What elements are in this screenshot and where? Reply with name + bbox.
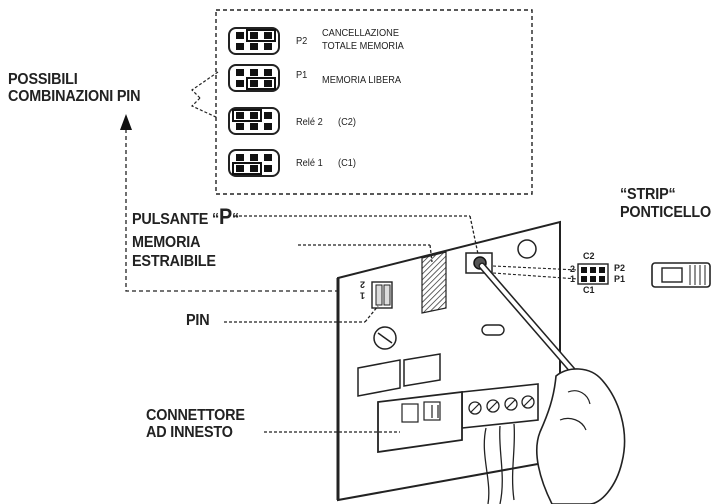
- jumper-icon-rele2: [228, 107, 280, 135]
- header-c2: C2: [583, 251, 595, 261]
- combo-desc-p1: MEMORIA LIBERA: [322, 74, 402, 86]
- board-pin-num-1: 1: [360, 290, 366, 301]
- pin-header: [492, 263, 609, 285]
- jumper-icon-p1: [228, 64, 280, 92]
- mounting-hole: [517, 239, 537, 259]
- header-c1: C1: [583, 285, 595, 295]
- label-possibili-2: COMBINAZIONI PIN: [8, 88, 141, 105]
- combo-desc-p2-2: TOTALE MEMORIA: [322, 40, 404, 52]
- combo-code-p2: P2: [296, 35, 308, 47]
- header-row2: 2: [570, 264, 576, 274]
- jumper-icon-p2: [228, 27, 280, 55]
- relay-1: [357, 359, 401, 397]
- label-possibili-1: POSSIBILI: [8, 71, 78, 88]
- memory-chip: [421, 251, 447, 314]
- hand: [536, 368, 626, 504]
- label-connettore-1: CONNETTORE: [146, 407, 245, 424]
- label-pin: PIN: [186, 312, 210, 329]
- label-connettore-2: AD INNESTO: [146, 424, 233, 441]
- jumper-icon-rele1: [228, 149, 280, 177]
- plug-connector: [377, 390, 463, 454]
- board-pin-connector: [371, 281, 393, 309]
- board-pin-num-2: 2: [360, 279, 366, 290]
- combo-code-rele1: Relé 1: [296, 157, 323, 169]
- pin-arrow-line: [125, 128, 367, 292]
- crystal: [481, 324, 505, 336]
- label-strip-2: PONTICELLO: [620, 204, 712, 221]
- combo-desc-rele1: (C1): [338, 157, 356, 169]
- label-pulsante: PULSANTE “P“: [132, 204, 240, 229]
- header-p1: P1: [614, 274, 626, 284]
- label-memoria-1: MEMORIA: [132, 234, 201, 251]
- combo-desc-rele2: (C2): [338, 116, 356, 128]
- combinations-box: [215, 9, 533, 195]
- relay-2: [403, 353, 441, 387]
- label-strip-1: “STRIP“: [620, 186, 676, 203]
- combo-desc-p2-1: CANCELLAZIONE: [322, 27, 400, 39]
- combo-code-rele2: Relé 2: [296, 116, 323, 128]
- terminal-block: [461, 383, 539, 429]
- header-p2: P2: [614, 263, 626, 273]
- arrow-up-icon: [120, 114, 132, 130]
- combo-code-p1: P1: [296, 69, 308, 81]
- strip-ponticello: [651, 262, 711, 288]
- label-memoria-2: ESTRAIBILE: [132, 253, 216, 270]
- header-row1: 1: [570, 274, 576, 284]
- circuit-board: [337, 220, 561, 502]
